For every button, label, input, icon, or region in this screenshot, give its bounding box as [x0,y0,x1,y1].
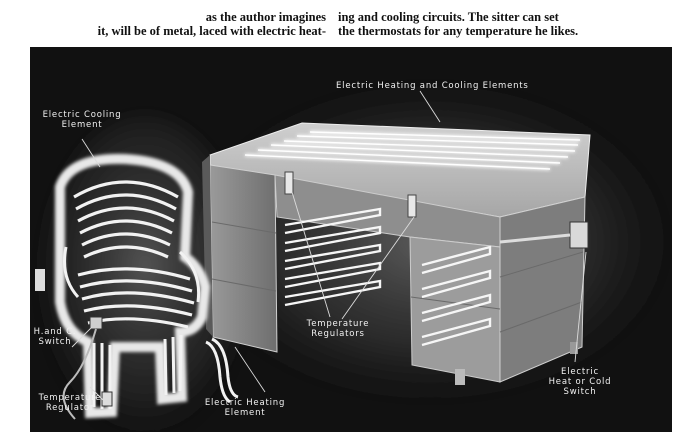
label-temperature-regulator: Temperature Regulator [30,393,110,413]
label-heating-cooling-elements: Electric Heating and Cooling Elements [336,81,529,91]
wall-outlet [35,269,45,291]
label-electric-cooling-line-2: Element [61,120,103,130]
chair-seat-coils [77,267,195,329]
illustration-panel: Electric Heating and Cooling Elements El… [30,47,672,432]
caption-right-line-2: the thermostats for any temperature he l… [338,24,579,38]
figure-caption: as the author imagines it, will be of me… [0,10,675,40]
caption-left-column: as the author imagines it, will be of me… [44,10,326,38]
desk [202,122,591,385]
label-heat-cold-switch: Electric Heat or Cold Switch [540,367,620,397]
label-temperature-regulators-line-2: Regulators [311,329,365,339]
left-pedestal-coils [284,207,382,307]
desk-regulator-left [284,171,294,195]
desk-and-chair-illustration [35,82,670,432]
label-heat-cold-switch-line-3: Switch [563,387,597,397]
label-temperature-regulators: Temperature Regulators [298,319,378,339]
label-hc-switch-line-2: Switch [38,337,72,347]
label-hc-switch-line-1: H.and C. [33,327,77,337]
chair-back-coils [73,180,179,259]
label-electric-cooling-line-1: Electric Cooling [42,110,122,120]
desk-top-coil-lines [244,131,581,170]
label-electric-heating-line-2: Element [224,408,266,418]
heat-cold-switch-box [569,221,589,249]
chair [55,153,239,420]
label-heat-cold-switch-line-2: Heat or Cold [548,377,612,387]
label-heat-cold-switch-line-1: Electric [561,367,599,377]
label-temperature-regulator-line-2: Regulator [45,403,95,413]
caption-right-column: ing and cooling circuits. The sitter can… [338,10,638,38]
label-electric-heating-line-1: Electric Heating [204,398,286,408]
label-electric-heating-element: Electric Heating Element [195,398,295,418]
label-electric-cooling-element: Electric Cooling Element [42,110,122,130]
label-temperature-regulators-line-1: Temperature [306,319,370,329]
caption-left-line-1: as the author imagines [205,10,326,24]
label-leaders [71,90,587,403]
label-hc-switch: H.and C. Switch [30,327,80,347]
desk-regulator-center [407,194,417,218]
caption-right-line-1: ing and cooling circuits. The sitter can… [338,10,559,24]
label-temperature-regulator-line-1: Temperature [38,393,102,403]
caption-left-line-2: it, will be of metal, laced with electri… [97,24,326,38]
right-pedestal-coils [421,245,492,347]
